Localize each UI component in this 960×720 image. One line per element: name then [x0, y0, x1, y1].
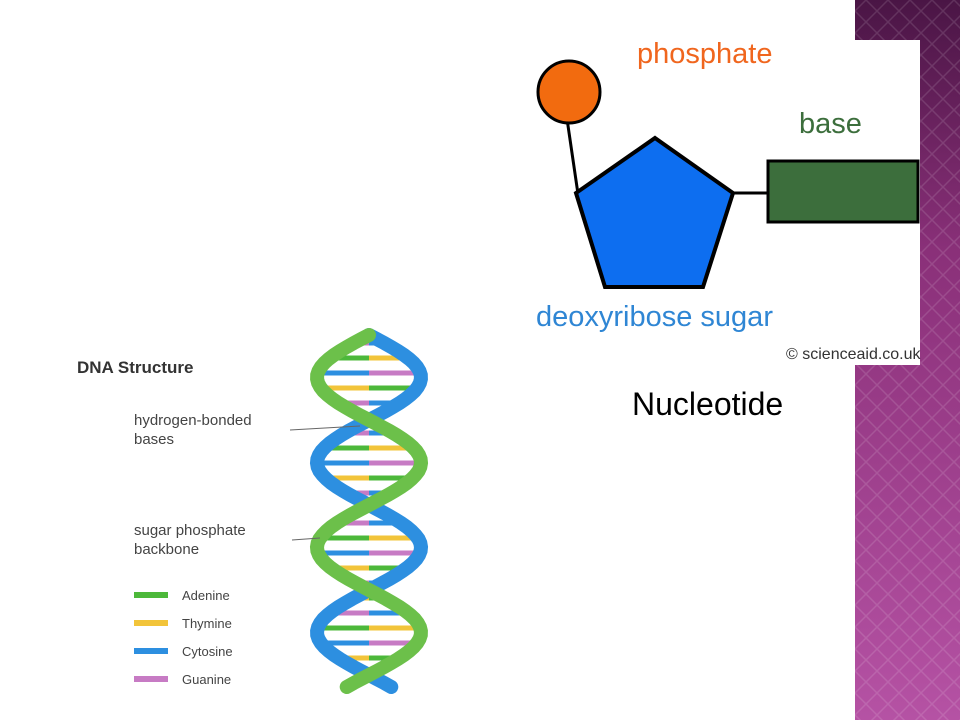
legend-item-cytosine: Cytosine: [134, 637, 233, 665]
adenine-swatch: [134, 592, 168, 598]
base-rectangle: [766, 159, 920, 224]
copyright-text: © scienceaid.co.uk: [786, 346, 921, 363]
cytosine-swatch: [134, 648, 168, 654]
phosphate-circle: [536, 59, 602, 125]
backbone-pointer-line: [291, 537, 321, 541]
base-label: base: [799, 108, 862, 140]
blue-backbone-strand: [309, 328, 429, 694]
legend-item-guanine: Guanine: [134, 665, 233, 693]
phosphate-label: phosphate: [637, 38, 773, 70]
backbone-label: sugar phosphate backbone: [134, 521, 284, 559]
backbone-label-line-2: backbone: [134, 541, 200, 558]
legend-label: Guanine: [182, 671, 232, 687]
bases-label: hydrogen-bonded bases: [134, 411, 284, 449]
backbone-label-line-1: sugar phosphate: [134, 522, 246, 539]
sugar-label: deoxyribose sugar: [536, 301, 773, 333]
bases-label-line-1: hydrogen-bonded: [134, 412, 252, 429]
legend-label: Adenine: [182, 587, 230, 603]
deoxyribose-pentagon: [573, 135, 736, 289]
legend-item-thymine: Thymine: [134, 609, 233, 637]
phosphate-sugar-bond: [564, 111, 580, 195]
bases-pointer-line: [289, 425, 361, 431]
legend-label: Cytosine: [182, 643, 233, 659]
guanine-swatch: [134, 676, 168, 682]
dna-title: DNA Structure: [77, 358, 194, 377]
nucleotide-caption: Nucleotide: [632, 386, 784, 422]
thymine-swatch: [134, 620, 168, 626]
dna-legend: Adenine Thymine Cytosine Guanine: [134, 581, 233, 693]
bases-label-line-2: bases: [134, 431, 175, 448]
legend-item-adenine: Adenine: [134, 581, 233, 609]
green-backbone-strand: [309, 328, 429, 694]
legend-label: Thymine: [182, 615, 232, 631]
